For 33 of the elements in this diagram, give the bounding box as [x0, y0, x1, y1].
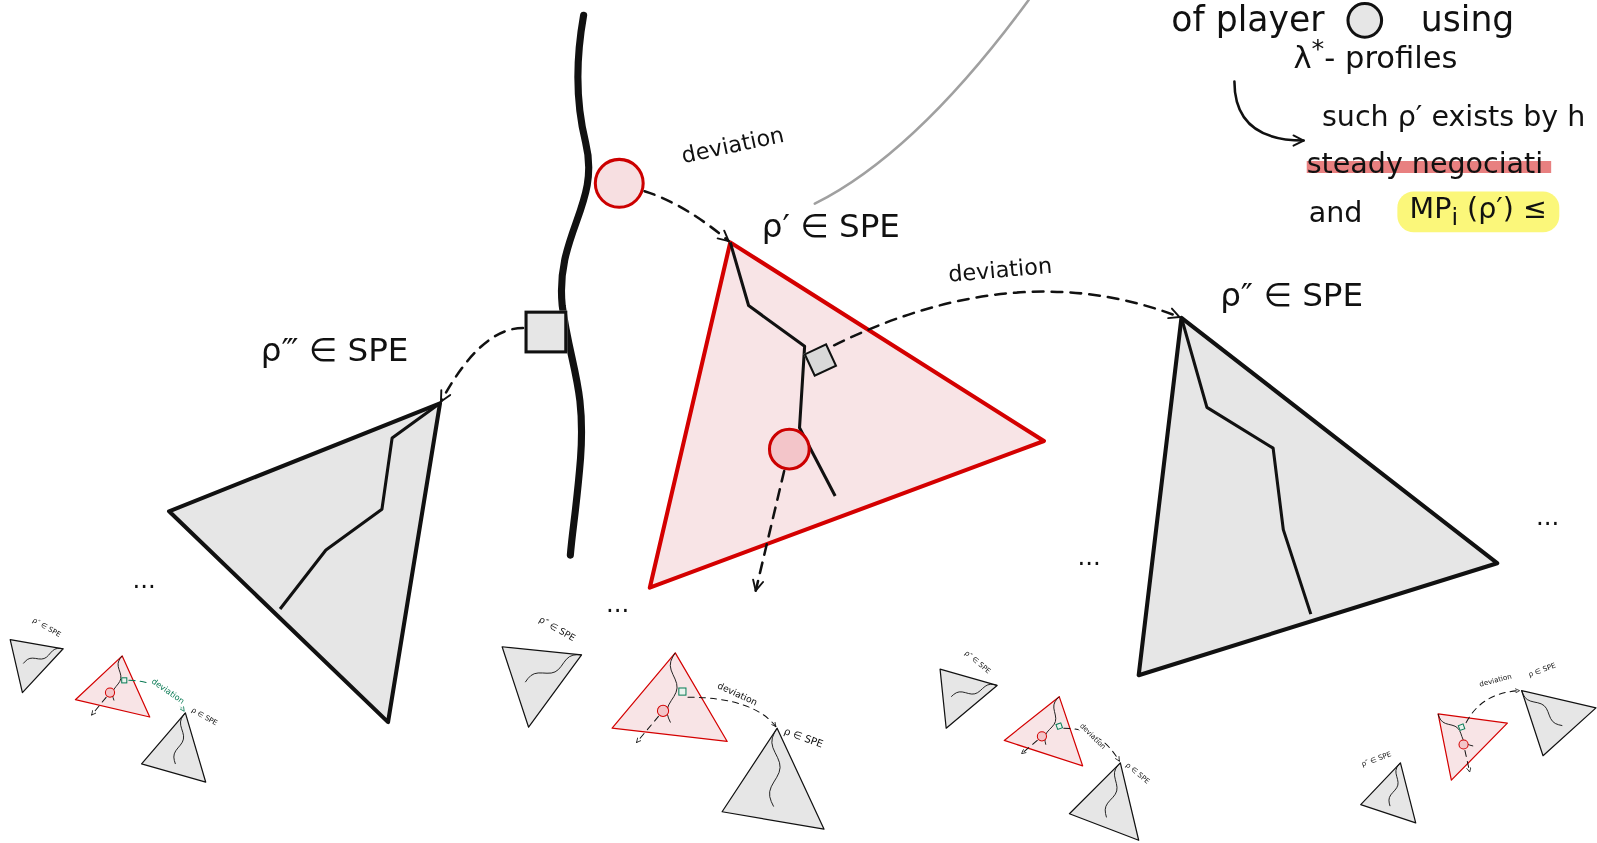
strategy-label: ρ′ ∈ SPE [761, 208, 900, 245]
note-text: such ρ′ exists by h [1322, 101, 1586, 134]
game-tree-triangle [75, 655, 150, 717]
strategy-label: ρ‴ ∈ SPE [260, 332, 409, 368]
ellipsis-text: ... [1535, 503, 1560, 530]
state-circle [104, 687, 116, 698]
ellipsis-text: ... [132, 566, 156, 594]
strategy-label: ρ″ ∈ SPE [536, 615, 577, 644]
arrow [1233, 80, 1305, 147]
state-square [121, 677, 128, 684]
state-square [1457, 723, 1466, 732]
strategy-label: ρ ∈ SPE [782, 725, 825, 750]
arrow [752, 469, 786, 592]
arrow [643, 189, 730, 243]
arrow [832, 290, 1181, 347]
state-square [1055, 722, 1064, 731]
game-tree-triangle [1438, 713, 1508, 781]
arrow [687, 696, 777, 728]
game-tree-triangle [722, 728, 824, 830]
connector-line [813, 0, 1030, 205]
ellipsis-text: ... [1077, 543, 1101, 571]
note-text: and [1308, 197, 1363, 229]
highlighted-note: MP$_{i}$ (ρ′) ≤ [1397, 191, 1560, 233]
ellipsis-text: ... [606, 590, 630, 618]
state-square [678, 687, 687, 696]
arrow [439, 326, 525, 403]
state-circle [656, 704, 670, 717]
strategy-label: ρ″ ∈ SPE [1220, 277, 1364, 313]
state-circle [1458, 739, 1469, 750]
arrow [1021, 739, 1038, 755]
state-circle [593, 157, 645, 209]
state-square [524, 310, 568, 354]
state-circle [1036, 731, 1047, 742]
